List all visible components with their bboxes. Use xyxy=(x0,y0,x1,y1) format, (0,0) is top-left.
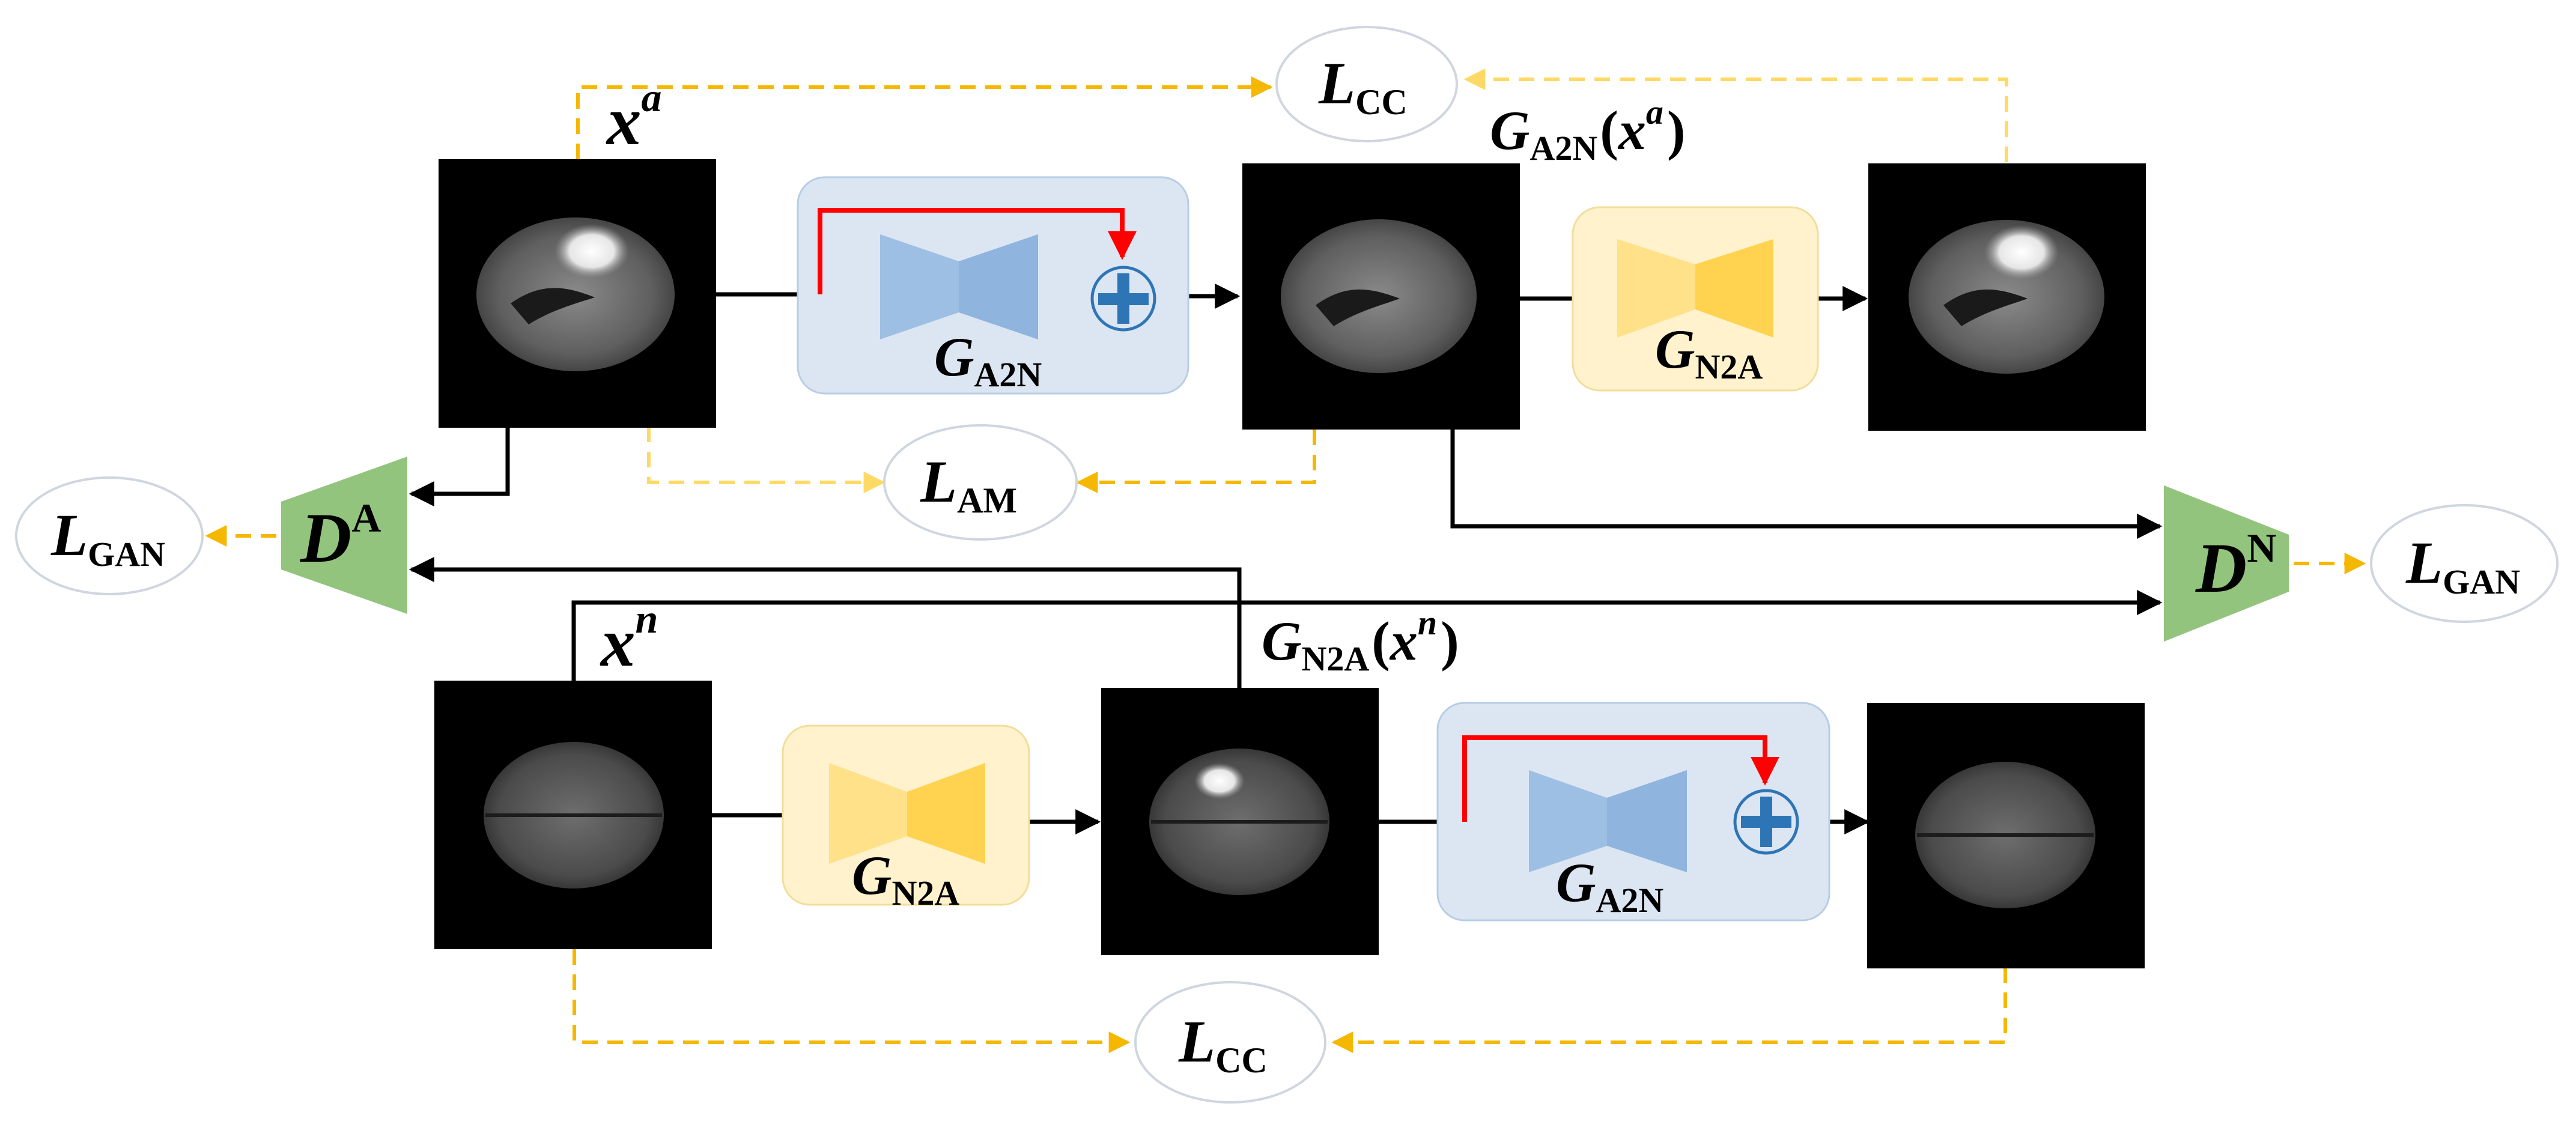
decoder-shape xyxy=(1607,770,1687,872)
generator-label: GA2N xyxy=(934,326,1042,394)
generator-a2n-bottom: GA2N xyxy=(1436,702,1830,922)
ventricle xyxy=(511,288,595,324)
lam-left-path xyxy=(647,427,886,493)
loss-lcc-top: LCC xyxy=(1275,26,1458,142)
discriminator-dn: DN xyxy=(2164,485,2289,642)
encoder-shape xyxy=(829,763,907,864)
xn-to-dn xyxy=(571,590,2163,681)
loss-lam: LAM xyxy=(883,424,1078,541)
lam-right-path xyxy=(1076,430,1316,493)
ga2nxa-to-dn xyxy=(1450,430,2163,539)
skip-connection-red xyxy=(1462,735,1779,822)
loss-lgan-right: LGAN xyxy=(2370,504,2559,623)
svg-text:DA: DA xyxy=(300,495,381,577)
svg-text:LCC: LCC xyxy=(1178,1008,1268,1080)
image-reconstructed-top xyxy=(1868,163,2146,431)
image-ga2n-xa xyxy=(1242,163,1520,430)
label-xn: xn xyxy=(600,596,658,681)
lcc-top-right-path xyxy=(1463,68,2008,162)
ventricle xyxy=(1943,289,2028,326)
generator-label: GN2A xyxy=(1655,318,1763,386)
decoder-shape xyxy=(907,763,985,864)
generator-label: GN2A xyxy=(852,845,959,913)
image-gn2a-xn xyxy=(1101,688,1379,955)
svg-text:LAM: LAM xyxy=(920,448,1017,520)
plus-icon xyxy=(1733,789,1799,855)
lcc-bottom-left-path xyxy=(573,949,1131,1053)
generator-a2n-top: GA2N xyxy=(797,176,1189,395)
xa-to-da xyxy=(409,428,510,506)
svg-text:LGAN: LGAN xyxy=(2405,529,2520,601)
skip-connection-red xyxy=(818,208,1137,294)
loss-lcc-bottom: LCC xyxy=(1134,981,1326,1104)
discriminator-da: DA xyxy=(281,457,407,614)
decoder-shape xyxy=(959,234,1038,339)
image-xa xyxy=(439,159,716,428)
dashed-connections xyxy=(205,68,2366,1053)
label-xa: xa xyxy=(606,74,662,159)
lcc-bottom-right-path xyxy=(1331,967,2007,1053)
svg-text:LGAN: LGAN xyxy=(50,502,165,574)
image-xn xyxy=(434,681,712,949)
image-reconstructed-bottom xyxy=(1867,703,2145,968)
solid-connections xyxy=(409,282,2163,834)
gn2axn-to-da xyxy=(409,557,1242,688)
lcc-top-left-path xyxy=(576,76,1273,159)
encoder-shape xyxy=(1617,239,1695,338)
lesion xyxy=(1194,763,1245,799)
generator-n2a-bottom: GN2A xyxy=(782,724,1030,913)
encoder-shape xyxy=(880,234,959,339)
generator-n2a-top: GN2A xyxy=(1572,206,1819,392)
loss-lgan-left: LGAN xyxy=(15,476,204,595)
decoder-shape xyxy=(1695,239,1773,338)
label-gn2a-xn: GN2A(xn) xyxy=(1262,603,1459,678)
lesion xyxy=(1984,225,2059,279)
lesion xyxy=(554,224,629,278)
svg-text:DN: DN xyxy=(2195,525,2276,607)
generator-label: GA2N xyxy=(1556,852,1663,920)
label-ga2n-xa: GA2N(xa) xyxy=(1490,93,1686,168)
plus-icon xyxy=(1090,266,1156,332)
svg-text:LCC: LCC xyxy=(1318,50,1408,122)
encoder-shape xyxy=(1529,770,1607,872)
ventricle xyxy=(1316,289,1400,326)
